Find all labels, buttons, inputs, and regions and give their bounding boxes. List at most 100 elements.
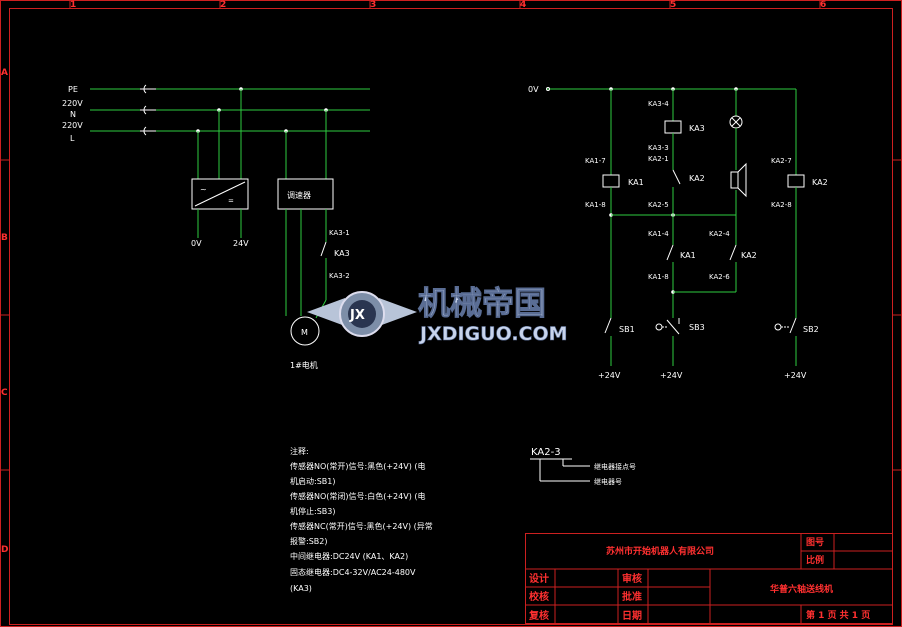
ka3-contact-name: KA3 (334, 249, 350, 258)
psu-output-0v: 0V (191, 239, 202, 248)
col-label: 1 (70, 0, 76, 10)
notes-line: 传感器NC(常开)信号:黑色(+24V) (异常 (290, 521, 433, 531)
ka3-coil-bottom: KA3-3 (648, 144, 669, 152)
psu-box: ~ = (191, 178, 249, 210)
notes-line: 报警:SB2) (290, 536, 327, 546)
ka2-self-name: KA2 (741, 251, 757, 260)
drawing-name: 华普六轴送线机 (770, 583, 833, 595)
ka2-self-bottom: KA2-6 (709, 273, 730, 281)
control-circuit: 0V KA1-7 KA1 KA1-8 SB1 +24V KA3-4 KA3 KA… (528, 85, 828, 380)
col-label: 3 (370, 0, 376, 10)
notes-line: 机启动:SB1) (290, 476, 335, 486)
notes-line: 传感器NO(常闭)信号:白色(+24V) (电 (290, 491, 425, 501)
ka3-contact-top: KA3-1 (329, 229, 350, 237)
supply-label: +24V (598, 371, 621, 380)
col-label: 2 (220, 0, 226, 10)
col-label: 4 (520, 0, 526, 10)
speed-controller-box (277, 178, 334, 210)
date-label: 日期 (622, 609, 642, 622)
ka3-coil-name: KA3 (689, 124, 705, 133)
legend-contact-no: 继电器接点号 (594, 462, 636, 471)
control-0v-label: 0V (528, 85, 539, 94)
col-label: 5 (670, 0, 676, 10)
ka3-coil (664, 120, 682, 134)
svg-text:=: = (228, 197, 234, 205)
line-label-pe: PE (68, 85, 78, 94)
notes-block: 注释: 传感器NO(常开)信号:黑色(+24V) (电 机启动:SB1) 传感器… (290, 446, 433, 593)
sb2-sensor (774, 317, 797, 334)
title-block: 苏州市开始机器人有限公司 图号 比例 设计 校核 复核 审核 批准 日期 华普六… (525, 533, 893, 624)
line-label-n: N (70, 110, 76, 119)
ka2-self-top: KA2-4 (709, 230, 730, 238)
line-label-220v: 220V (62, 121, 83, 130)
speed-controller-label: 调速器 (287, 191, 311, 200)
legend-relay-no: 继电器号 (594, 477, 622, 486)
ka2-contact-top: KA2-1 (648, 155, 669, 163)
frame-labels: 1 2 3 4 5 6 A B C D (1, 0, 826, 555)
svg-text:~: ~ (200, 185, 207, 194)
approve-label: 批准 (622, 590, 642, 603)
terminal-symbols (140, 84, 156, 136)
scale-label: 比例 (806, 554, 824, 566)
ka2-contact-name: KA2 (689, 174, 705, 183)
check-label: 校核 (529, 590, 549, 603)
ka2-contact-bottom: KA2-5 (648, 201, 669, 209)
audit-label: 审核 (622, 572, 642, 585)
sb3-label: SB3 (689, 323, 705, 332)
review-label: 复核 (528, 609, 549, 622)
sb1-label: SB1 (619, 325, 635, 334)
watermark: JX 机械帝国 JXDIGUO.COM (307, 284, 568, 345)
lamp-icon (729, 115, 743, 129)
sb3-sensor (655, 318, 680, 335)
watermark-badge: JX (349, 308, 365, 323)
legend-block: KA2-3 继电器接点号 继电器号 (530, 447, 636, 486)
supply-label: +24V (784, 371, 807, 380)
watermark-cn: 机械帝国 (418, 284, 546, 322)
row-label: D (1, 545, 8, 555)
ka2-coil-top: KA2-7 (771, 157, 792, 165)
notes-line: 固态继电器:DC4-32V/AC24-480V (290, 567, 416, 577)
row-label: A (1, 68, 8, 78)
notes-line: 中间继电器:DC24V (KA1、KA2) (290, 551, 408, 561)
row-label: C (1, 388, 8, 398)
motor-letter: M (301, 328, 308, 337)
ka1-coil-bottom: KA1-8 (585, 201, 606, 209)
sb1-contact (604, 317, 612, 334)
ka1-self-top: KA1-4 (648, 230, 669, 238)
notes-line: 机停止:SB3) (290, 506, 335, 516)
ka2-coil-name: KA2 (812, 178, 828, 187)
notes-line: (KA3) (290, 584, 312, 593)
watermark-en: JXDIGUO.COM (418, 323, 568, 345)
legend-code: KA2-3 (531, 447, 561, 458)
buzzer-icon (730, 162, 747, 198)
ka1-self-name: KA1 (680, 251, 696, 260)
ka2-coil-bottom: KA2-8 (771, 201, 792, 209)
line-label-l: L (70, 134, 75, 143)
fig-no-label: 图号 (806, 537, 824, 548)
design-label: 设计 (529, 572, 549, 585)
ka1-coil (602, 174, 620, 188)
line-label-220v: 220V (62, 99, 83, 108)
ka3-coil-top: KA3-4 (648, 100, 669, 108)
ka1-coil-top: KA1-7 (585, 157, 606, 165)
row-label: B (1, 233, 8, 243)
motor-label: 1#电机 (290, 360, 318, 370)
motor-symbol (290, 316, 320, 346)
ka1-coil-name: KA1 (628, 178, 644, 187)
supply-label: +24V (660, 371, 683, 380)
ka2-contact (672, 169, 681, 185)
sb2-label: SB2 (803, 325, 819, 334)
ka1-self-bottom: KA1-8 (648, 273, 669, 281)
ka3-contact-bottom: KA3-2 (329, 272, 350, 280)
ka3-contact-symbol (320, 241, 327, 268)
power-circuit: PE 220V N 220V L ~ = (62, 84, 370, 370)
sheet-label: 第 1 页 共 1 页 (806, 609, 870, 621)
col-label: 6 (820, 0, 826, 10)
notes-line: 传感器NO(常开)信号:黑色(+24V) (电 (290, 461, 425, 471)
ka1-self-contact (666, 244, 674, 261)
ka2-self-contact (729, 244, 737, 261)
notes-title: 注释: (290, 446, 309, 456)
company-name: 苏州市开始机器人有限公司 (606, 545, 714, 557)
